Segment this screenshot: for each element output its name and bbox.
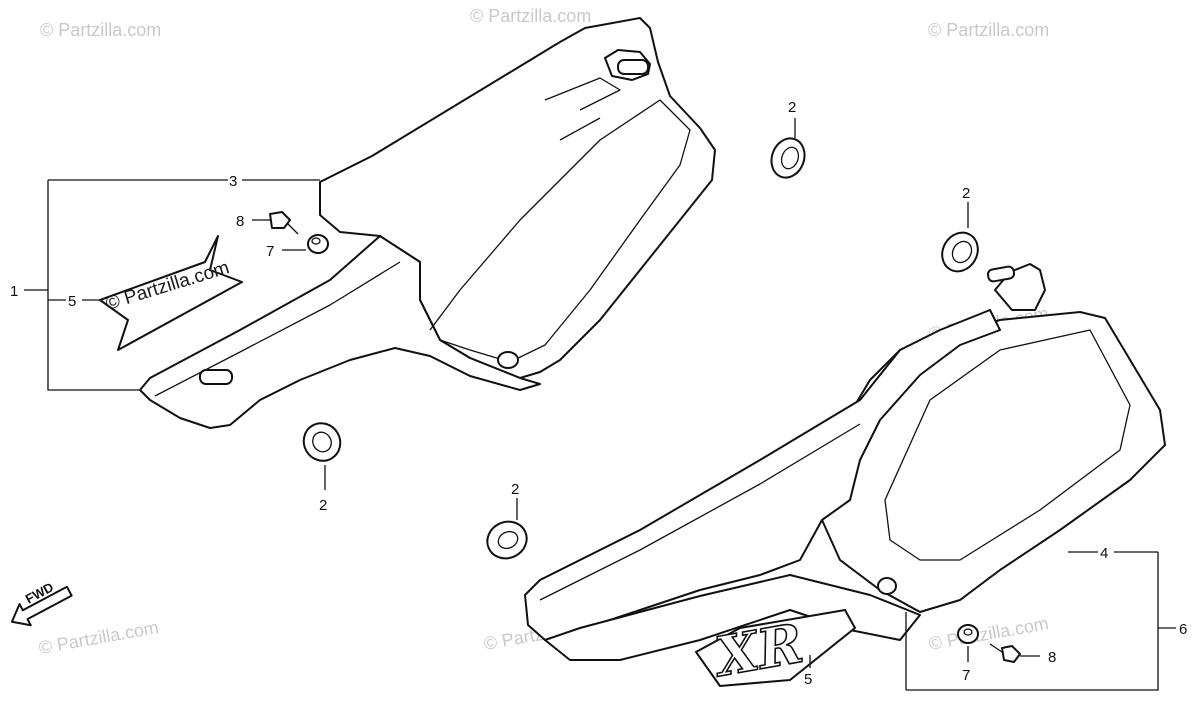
xr-emblem-plate [695, 609, 856, 687]
callout-5-left: 5 [68, 293, 76, 310]
left-cover-slot-2 [559, 117, 601, 141]
right-fasteners [957, 624, 1040, 663]
bracket-line-vertical-left [47, 180, 140, 391]
grommet-center [486, 520, 528, 560]
grommets [302, 118, 979, 560]
grommet-left-bottom [302, 422, 342, 462]
right-callout-bracket [809, 551, 1176, 691]
right-cover-lower-lip [544, 574, 921, 661]
right-cover-inner-panel [884, 329, 1131, 561]
callout-4: 4 [1100, 545, 1108, 562]
right-bolt-head [1001, 645, 1021, 663]
fwd-direction: FWD [10, 579, 73, 627]
callout-2-left-bottom: 2 [319, 497, 327, 514]
right-collar-hole [963, 628, 973, 636]
left-collar-hole [311, 237, 321, 245]
watermark-top-left: © Partzilla.com [40, 20, 161, 40]
callout-1: 1 [10, 283, 18, 300]
bracket-line-vertical-right [905, 552, 1159, 691]
left-cover-front-arm [139, 235, 541, 429]
left-bolt-head [269, 211, 291, 229]
watermark-bottom-right: © Partzilla.com [927, 613, 1050, 654]
right-cover-top-pin [986, 265, 1016, 283]
grommet-top [770, 137, 806, 179]
callout-6: 6 [1179, 621, 1187, 638]
right-cover-mount-hole [877, 577, 897, 595]
callout-2-right: 2 [962, 185, 970, 202]
left-callout-bracket [24, 179, 320, 391]
callout-7-left: 7 [266, 243, 274, 260]
left-side-cover [139, 17, 716, 429]
callout-8-right: 8 [1048, 649, 1056, 666]
watermark-top-right: © Partzilla.com [928, 20, 1049, 40]
fwd-arrow-icon [10, 585, 73, 627]
callout-5-right: 5 [804, 671, 812, 688]
left-cover-edge-line [154, 261, 401, 397]
left-bolt-shank [287, 223, 299, 235]
watermark-top-center: © Partzilla.com [470, 6, 591, 26]
xr-emblem-text: XR [708, 611, 808, 690]
grommet-right [941, 231, 979, 273]
left-stripe-decal: © Partzilla.com [99, 235, 243, 351]
left-cover-slot [544, 77, 621, 111]
right-side-cover [524, 263, 1166, 661]
callout-2-center: 2 [511, 481, 519, 498]
grommet-top-hole [780, 146, 800, 170]
watermark-bottom-left: © Partzilla.com [37, 617, 160, 658]
right-collar [957, 624, 979, 644]
right-bolt-shank [989, 643, 1003, 653]
callout-7-right: 7 [962, 667, 970, 684]
left-cover-mount-hole [497, 351, 519, 369]
right-cover-edge-line [539, 423, 861, 601]
callout-2-top: 2 [788, 99, 796, 116]
left-cover-top-pin-head [617, 59, 649, 75]
callout-3: 3 [229, 173, 237, 190]
right-cover-panel [821, 311, 1166, 613]
grommet-center-hole [497, 530, 519, 550]
grommet-right-hole [951, 240, 973, 264]
callout-numbers: 1 2 2 2 2 3 4 5 5 6 7 7 8 8 [10, 99, 1187, 688]
xr-emblem: XR [695, 609, 856, 690]
left-stripe-shape [99, 235, 243, 351]
grommet-left-bottom-hole [312, 431, 332, 453]
left-fasteners [252, 211, 329, 254]
callout-8-left: 8 [236, 213, 244, 230]
left-cover-front-pin [199, 369, 233, 385]
